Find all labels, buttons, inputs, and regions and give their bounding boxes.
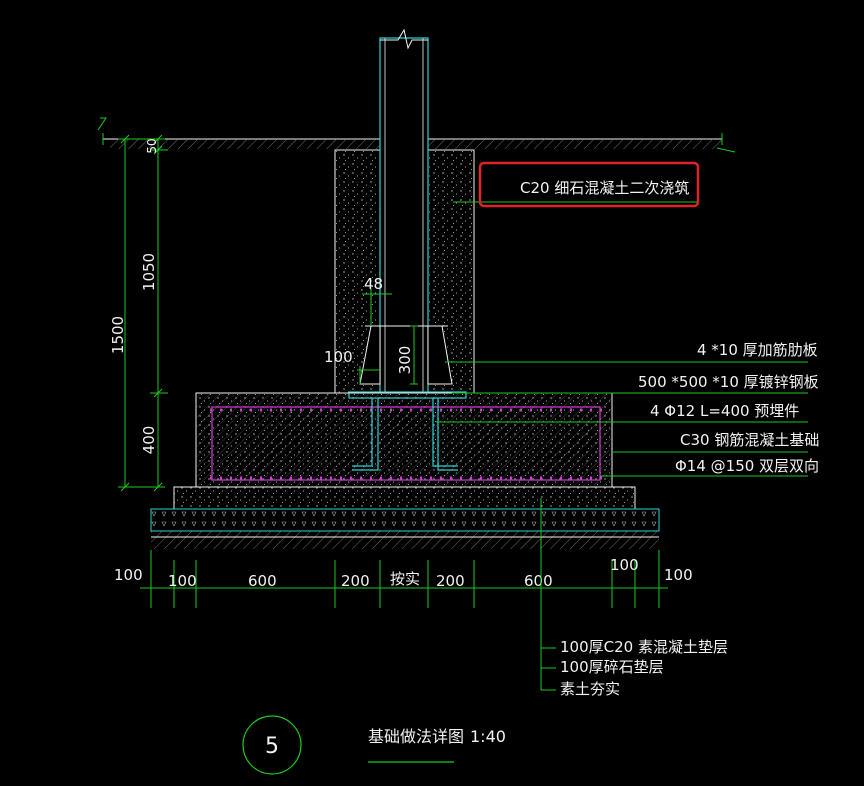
- dim-bottom-5: 按实: [390, 570, 420, 588]
- dim-left-upper: 1050: [140, 253, 158, 291]
- dim-300: 300: [396, 346, 414, 375]
- dim-bottom-9: 100: [664, 566, 693, 584]
- inner-dimensions: [357, 290, 418, 385]
- concrete-footing: [195, 392, 613, 488]
- label-stiffener: 4 *10 厚加筋肋板: [697, 341, 818, 359]
- label-grout: C20 细石混凝土二次浇筑: [520, 179, 689, 197]
- label-gravel: 100厚碎石垫层: [560, 658, 664, 676]
- highlight-box: [478, 161, 700, 208]
- gravel-cushion: [150, 508, 660, 532]
- steel-column: [379, 28, 429, 395]
- dim-bottom-2: 100: [168, 572, 197, 590]
- dim-bottom-3: 600: [248, 572, 277, 590]
- left-dimensions: [118, 134, 168, 492]
- dim-48: 48: [364, 275, 383, 293]
- dim-left-top: 50: [145, 138, 159, 153]
- compacted-soil: [151, 531, 659, 549]
- dim-left-total: 1500: [109, 316, 127, 354]
- label-anchor: 4 Φ12 L=400 预埋件: [650, 402, 799, 420]
- label-footing: C30 钢筋混凝土基础: [680, 431, 819, 449]
- label-soil: 素土夯实: [560, 680, 620, 698]
- detail-number-circle: [242, 715, 302, 775]
- bottom-dimensions: [140, 550, 668, 608]
- leader-lines: [436, 201, 808, 691]
- detail-number: 5: [265, 734, 279, 759]
- drawing-title: 基础做法详图: [368, 727, 464, 746]
- dim-100: 100: [324, 348, 353, 366]
- dim-left-lower: 400: [140, 426, 158, 455]
- dim-bottom-1: 100: [114, 566, 143, 584]
- label-plate: 500 *500 *10 厚镀锌钢板: [638, 373, 819, 391]
- drawing-scale: 1:40: [470, 727, 506, 746]
- dim-bottom-7: 600: [524, 572, 553, 590]
- dim-bottom-6: 200: [436, 572, 465, 590]
- label-rebar: Φ14 @150 双层双向: [675, 457, 819, 475]
- dim-bottom-4: 200: [341, 572, 370, 590]
- label-cushion: 100厚C20 素混凝土垫层: [560, 638, 728, 656]
- concrete-cushion: [173, 486, 636, 510]
- dim-bottom-8: 100: [610, 556, 639, 574]
